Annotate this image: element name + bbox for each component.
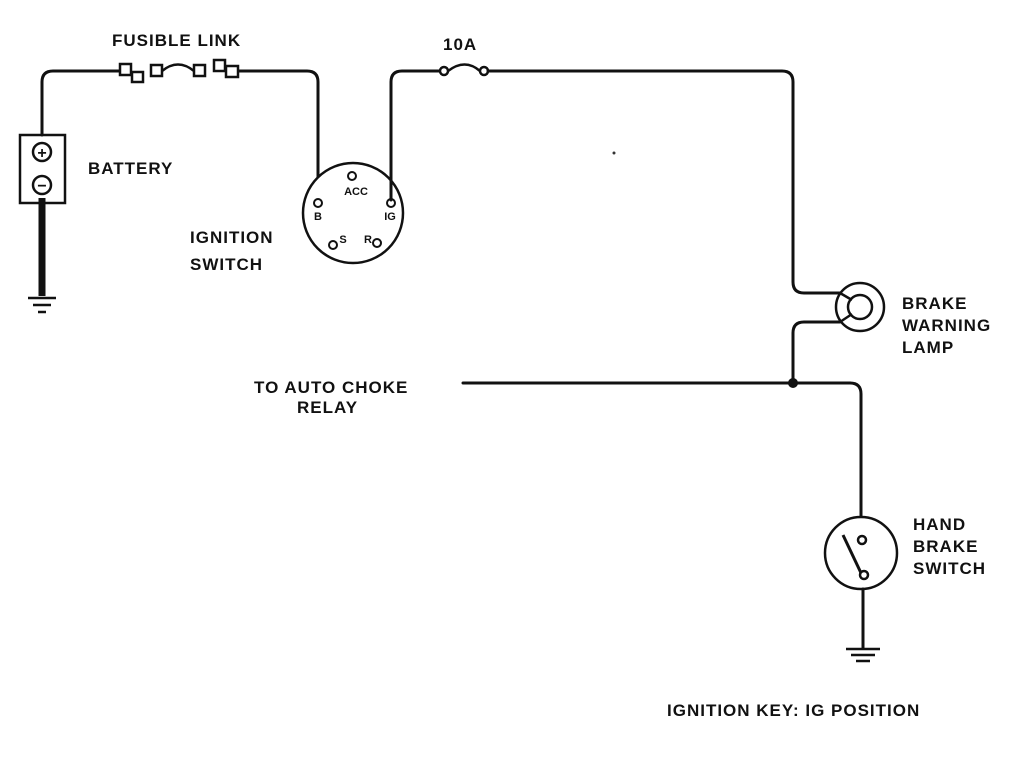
diagram-caption: IGNITION KEY: IG POSITION	[667, 701, 920, 720]
battery: + −	[18, 133, 67, 205]
terminal-r-label: R	[364, 234, 372, 246]
ignition-switch: ACC B IG S R	[301, 161, 405, 265]
battery-label: BATTERY	[88, 159, 173, 178]
wire-fusible-link-to-ignition-b	[236, 69, 320, 202]
terminal-ig-label: IG	[384, 211, 396, 223]
wire-lamp-to-junction	[791, 320, 842, 385]
fusible-link	[118, 58, 240, 84]
wire-junction-dot	[788, 378, 798, 388]
hand-brake-label-line3: SWITCH	[913, 559, 986, 578]
auto-choke-label-line1: TO AUTO CHOKE	[254, 378, 408, 397]
terminal-b-label: B	[314, 211, 322, 223]
fuse-label: 10A	[443, 35, 477, 54]
brake-warning-lamp	[834, 281, 886, 333]
wire-ignition-ig-to-fuse	[389, 69, 442, 202]
stray-dot	[612, 151, 616, 155]
fuse-10a	[438, 63, 490, 77]
wire-battery-to-fusible-link	[40, 69, 122, 137]
wire-junction-to-hand-brake	[848, 381, 863, 542]
hand-brake-ground	[846, 587, 880, 663]
hand-brake-switch	[823, 515, 899, 591]
battery-ground	[28, 198, 56, 314]
brake-lamp-label-line1: BRAKE	[902, 294, 967, 313]
ignition-switch-label-line2: SWITCH	[190, 255, 263, 274]
hand-brake-label-line1: HAND	[913, 515, 966, 534]
brake-lamp-label-line3: LAMP	[902, 338, 954, 357]
battery-minus-symbol: −	[37, 178, 46, 195]
wire-fuse-to-brake-lamp	[486, 69, 842, 295]
terminal-acc-label: ACC	[344, 186, 368, 198]
hand-brake-label-line2: BRAKE	[913, 537, 978, 556]
auto-choke-label-line2: RELAY	[297, 398, 358, 417]
terminal-s-label: S	[339, 234, 346, 246]
brake-lamp-label-line2: WARNING	[902, 316, 991, 335]
fusible-link-label: FUSIBLE LINK	[112, 31, 241, 50]
battery-plus-symbol: +	[37, 145, 46, 162]
ignition-switch-label-line1: IGNITION	[190, 228, 274, 247]
